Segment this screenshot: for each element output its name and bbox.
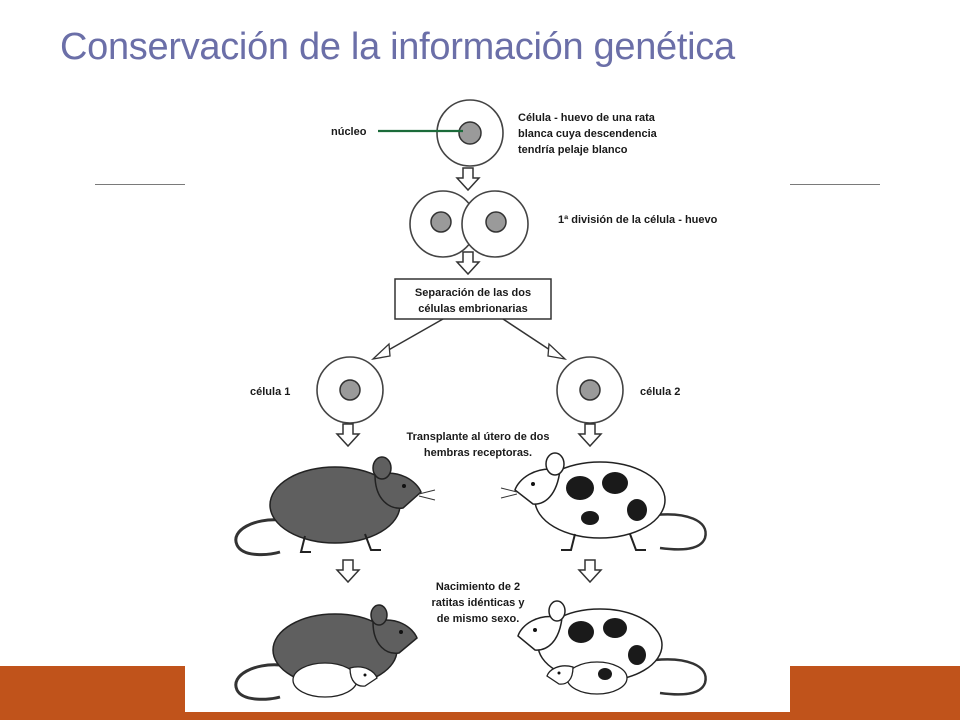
- first-division-text: 1ª división de la célula - huevo: [558, 214, 718, 226]
- birth-text-3: de mismo sexo.: [437, 613, 520, 625]
- title-underline-left: [95, 184, 185, 185]
- arrow-down-birth-2: [578, 559, 602, 583]
- separation-text-1: Separación de las dos: [415, 287, 531, 299]
- separation-box: [394, 278, 552, 320]
- arrow-down-2: [456, 251, 480, 275]
- cell-1: [316, 356, 384, 424]
- cell-1-label: célula 1: [250, 386, 290, 398]
- transplant-text-1: Transplante al útero de dos: [406, 431, 549, 443]
- title-underline-right: [790, 184, 880, 185]
- cell-2: [556, 356, 624, 424]
- spotted-rat-receptor: [500, 452, 707, 551]
- nucleus-label: núcleo: [331, 126, 367, 138]
- egg-cell-text-2: blanca cuya descendencia: [518, 128, 658, 140]
- two-cell-embryo: [409, 190, 529, 258]
- cell-2-label: célula 2: [640, 386, 680, 398]
- arrow-down-cell-1: [336, 423, 360, 447]
- arrow-down-birth-1: [336, 559, 360, 583]
- arrow-to-cell-1: [384, 318, 444, 353]
- slide-title: Conservación de la información genética: [60, 26, 735, 68]
- arrow-down-cell-2: [578, 423, 602, 447]
- egg-cell: [436, 99, 504, 167]
- arrow-to-cell-2: [502, 318, 554, 353]
- dark-rat-receptor: [234, 456, 436, 557]
- egg-cell-text-1: Célula - huevo de una rata: [518, 112, 656, 124]
- spotted-rat-with-pup: [517, 600, 707, 696]
- dark-rat-with-pup: [234, 604, 418, 701]
- arrow-down-1: [456, 167, 480, 191]
- cloning-diagram: núcleo Célula - huevo de una rata blanca…: [185, 90, 790, 712]
- birth-text-1: Nacimiento de 2: [436, 581, 520, 593]
- egg-cell-text-3: tendría pelaje blanco: [518, 144, 628, 156]
- birth-text-2: ratitas idénticas y: [432, 597, 526, 609]
- separation-text-2: células embrionarias: [418, 303, 527, 315]
- transplant-text-2: hembras receptoras.: [424, 447, 532, 459]
